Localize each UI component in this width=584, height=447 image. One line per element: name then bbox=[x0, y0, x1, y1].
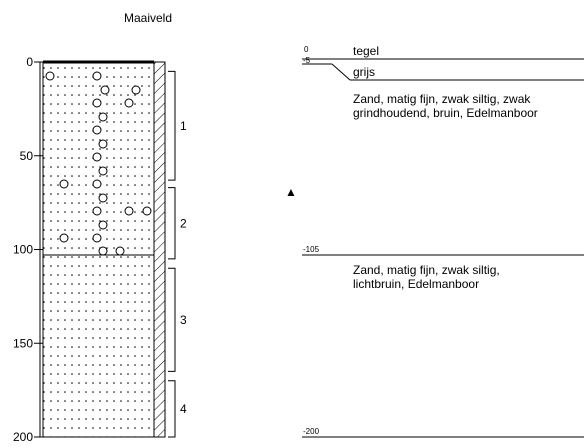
borehole-column bbox=[42, 60, 166, 438]
depth-mark-105: -105 bbox=[303, 245, 320, 254]
casing-hatch bbox=[154, 62, 165, 437]
depth-label-200: 200 bbox=[13, 430, 33, 444]
depth-label-0: 0 bbox=[26, 55, 33, 69]
sample-label-1: 1 bbox=[180, 119, 187, 133]
layer-description: 0 -5 -105 -200 tegel grijs Zand, matig f… bbox=[302, 44, 584, 438]
layer-zand-licht-line-2: lichtbruin, Edelmanboor bbox=[353, 277, 479, 291]
sample-bracket-3 bbox=[168, 267, 176, 372]
sample-bracket-2 bbox=[168, 187, 176, 260]
sample-label-4: 4 bbox=[180, 402, 187, 416]
depth-label-150: 150 bbox=[13, 336, 33, 350]
layer-grijs-label: grijs bbox=[353, 65, 375, 79]
sample-bracket-1 bbox=[168, 70, 176, 181]
depth-label-100: 100 bbox=[13, 243, 33, 257]
sample-bracket-4 bbox=[168, 380, 176, 438]
layer-tegel-label: tegel bbox=[353, 44, 379, 58]
layer-sand-fill bbox=[43, 255, 154, 437]
sample-label-3: 3 bbox=[180, 313, 187, 327]
boundary-connector bbox=[331, 63, 351, 81]
depth-mark-200: -200 bbox=[303, 427, 320, 436]
depth-label-50: 50 bbox=[20, 149, 34, 163]
depth-mark-5: -5 bbox=[303, 56, 311, 65]
sample-label-2: 2 bbox=[180, 216, 187, 230]
maaiveld-title: Maaiveld bbox=[124, 11, 172, 25]
depth-mark-0: 0 bbox=[304, 45, 309, 54]
layer-zand-licht-line-1: Zand, matig fijn, zwak siltig, bbox=[353, 263, 500, 277]
groundwater-marker: ▲ bbox=[285, 185, 297, 199]
layer-zand-grind-line-1: Zand, matig fijn, zwak siltig, zwak bbox=[353, 92, 531, 106]
gravel-circles bbox=[45, 71, 152, 256]
layer-zand-grind-line-2: grindhoudend, bruin, Edelmanboor bbox=[353, 106, 538, 120]
